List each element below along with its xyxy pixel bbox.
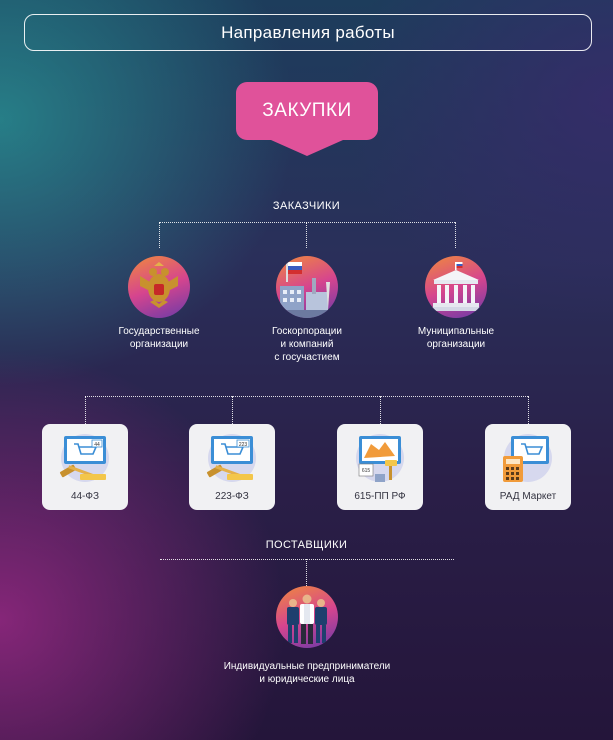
customers-label: ЗАКАЗЧИКИ [272,200,341,212]
business-people-icon [276,586,338,648]
auction-44-icon: 44 [56,430,114,484]
platform-label-rad: РАД Маркет [499,491,557,502]
page-title: Направления работы [24,14,592,51]
platform-card-223[interactable]: 223 223-ФЗ [189,424,275,510]
platform-card-rad[interactable]: РАД Маркет [485,424,571,510]
customer-caption-corporations: Госкорпорации и компаний с госучастием [272,326,342,363]
calculator-cart-icon [499,430,557,484]
platform-label-44: 44-ФЗ [70,491,100,502]
connector-center [306,222,307,248]
platform-label-223: 223-ФЗ [215,491,249,502]
customers-connector [159,222,455,223]
connector-rad [528,396,529,424]
connector-223 [232,396,233,424]
platform-card-44[interactable]: 44 44-ФЗ [42,424,128,510]
platform-card-615[interactable]: 615 615-ПП РФ [337,424,423,510]
connector-44 [85,396,86,424]
connector-615 [380,396,381,424]
purchase-arrow [271,140,343,156]
coat-of-arms-icon [128,256,190,318]
svg-text:615: 615 [362,468,371,474]
connector-right [455,222,456,248]
repair-615-icon: 615 [351,430,409,484]
connector-suppliers [306,559,307,586]
government-building-icon [425,256,487,318]
purchase-block: ЗАКУПКИ [236,82,378,156]
suppliers-caption: Индивидуальные предприниматели и юридиче… [223,661,391,685]
suppliers-label: ПОСТАВЩИКИ [265,539,348,551]
factory-flag-icon [276,256,338,318]
svg-text:44: 44 [94,442,100,448]
platforms-connector [85,396,528,397]
svg-text:223: 223 [239,442,248,448]
suppliers-connector [160,559,454,560]
customer-caption-state: Государственные организации [118,326,200,350]
auction-223-icon: 223 [203,430,261,484]
platform-label-615: 615-ПП РФ [354,491,406,502]
purchase-label: ЗАКУПКИ [236,82,378,140]
connector-left [159,222,160,248]
customer-caption-municipal: Муниципальные организации [417,326,495,350]
